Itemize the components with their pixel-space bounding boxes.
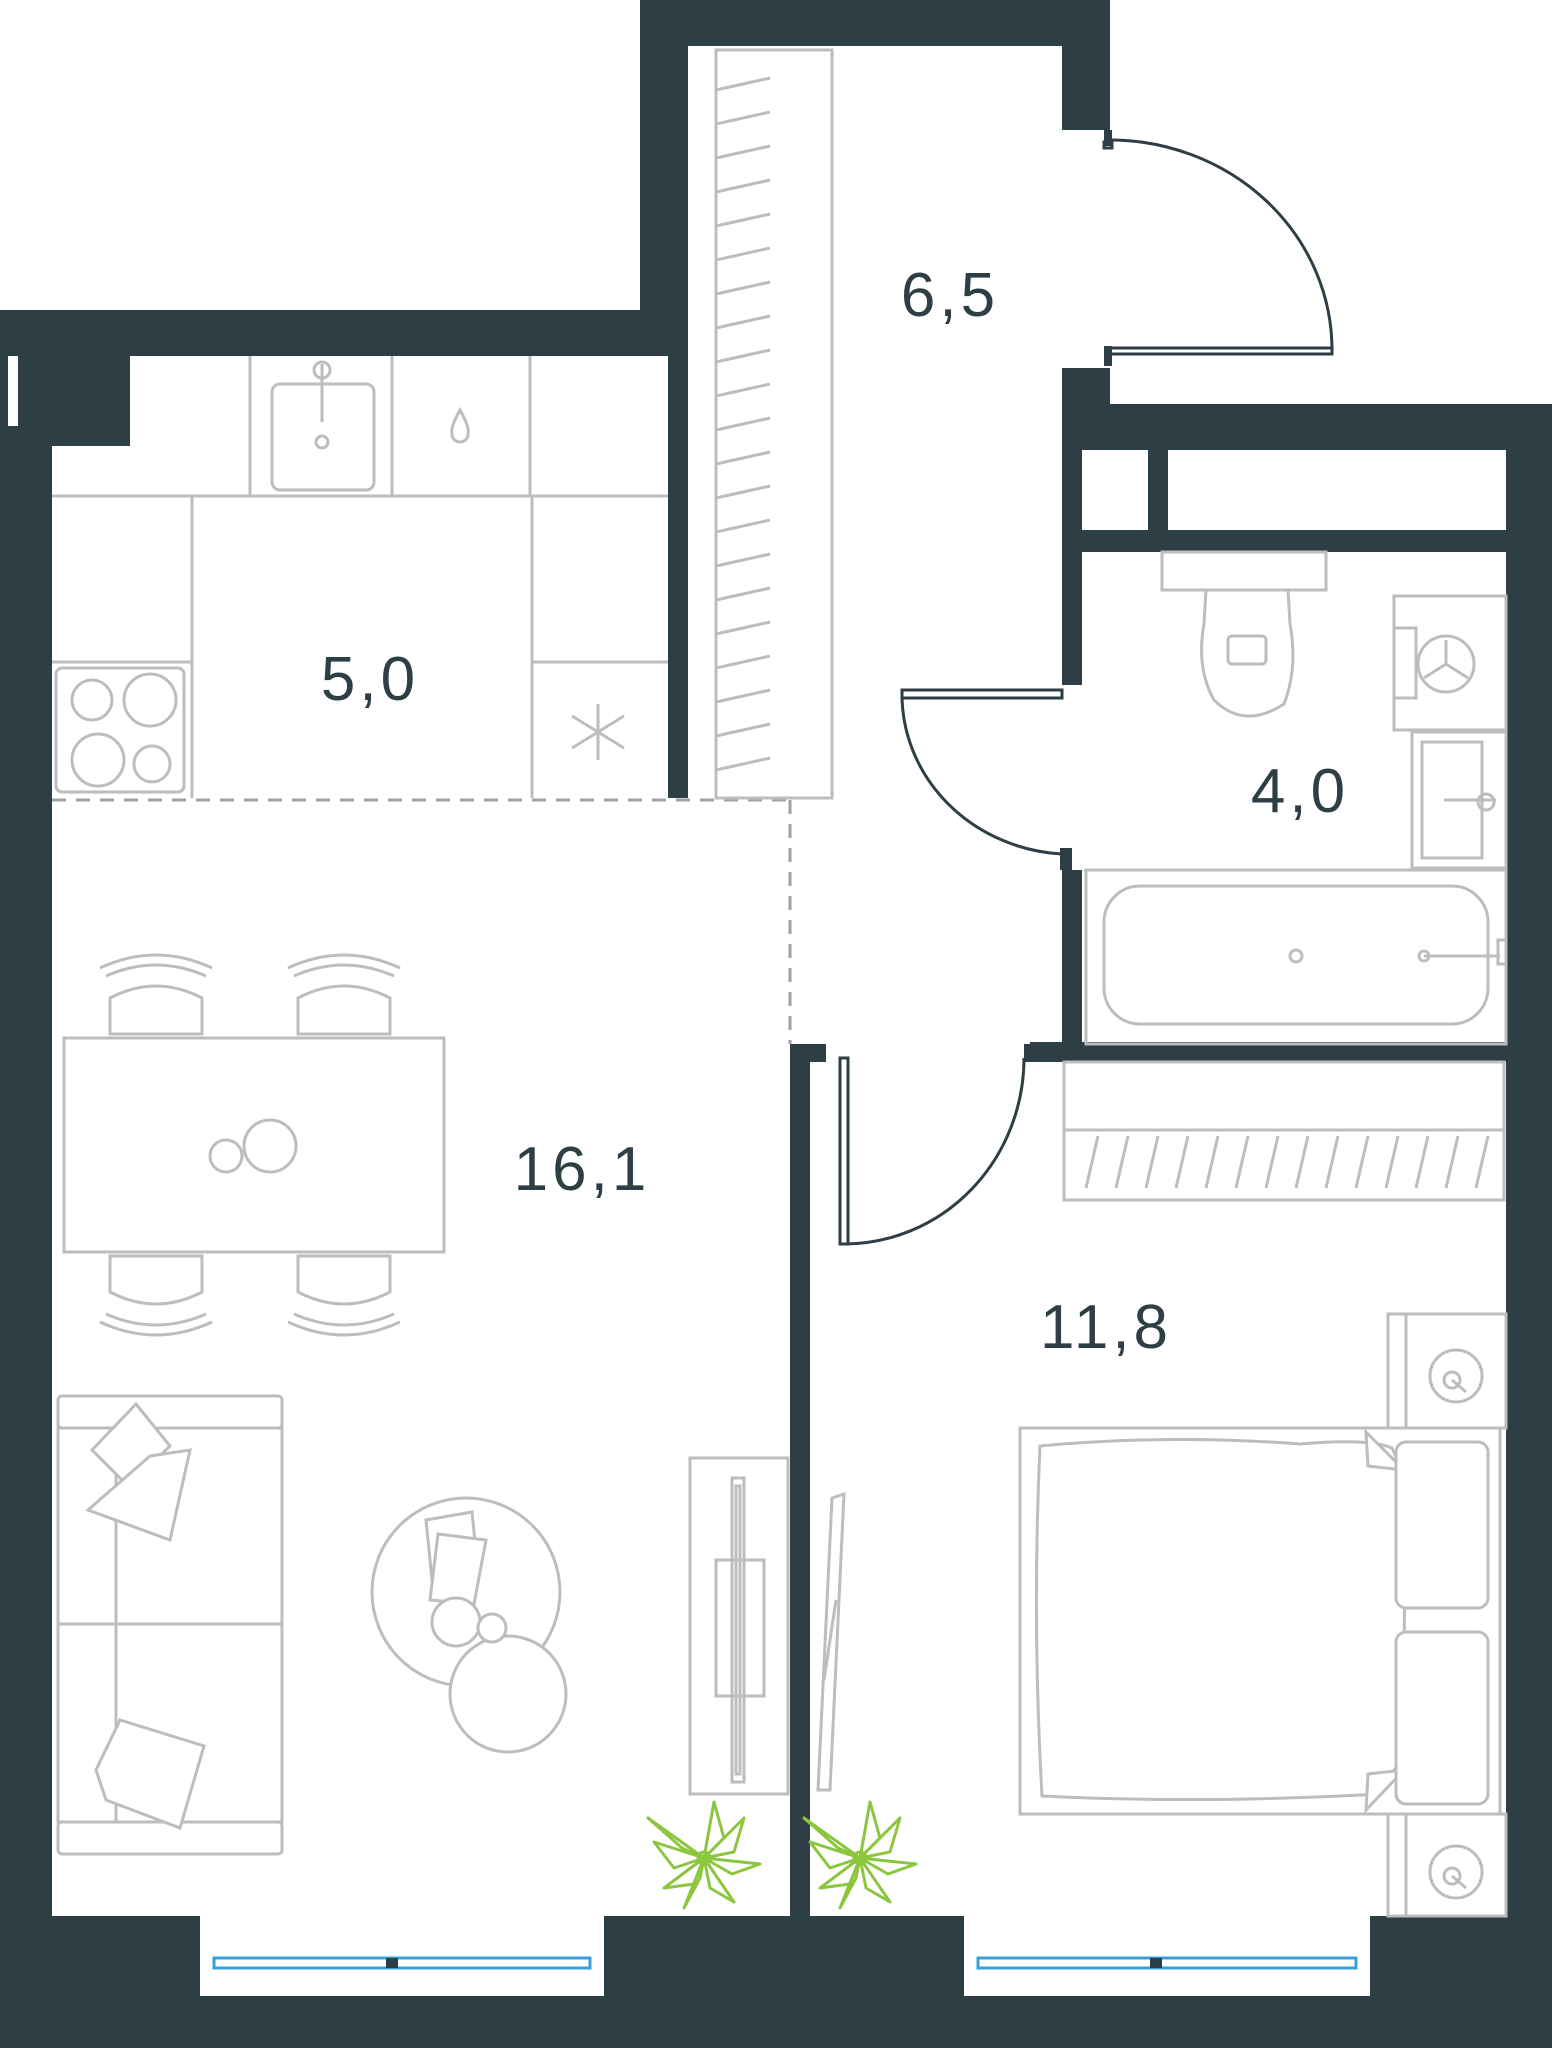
area-label-bedroom: 11,8: [1040, 1293, 1172, 1362]
coffee-table: [370, 1496, 568, 1754]
area-label-kitchen: 5,0: [321, 645, 419, 714]
bathroom-door: [900, 688, 1072, 870]
area-label-living: 16,1: [514, 1135, 651, 1204]
entrance-door: [1102, 130, 1334, 366]
bathroom-fixtures: [1084, 550, 1508, 1046]
toilet-tank: [1160, 550, 1328, 592]
area-label-bathroom: 4,0: [1251, 757, 1349, 826]
sofa: [56, 1394, 284, 1856]
area-labels: 6,5 5,0 4,0 16,1 11,8: [321, 261, 1349, 1362]
mirror: [816, 1491, 846, 1792]
plant-icon: [646, 1800, 762, 1910]
wardrobe-hall: [714, 48, 834, 800]
nightstands: [1386, 1312, 1508, 1918]
zone-boundaries: [52, 798, 792, 1044]
bed: [1018, 1426, 1502, 1816]
doors: [838, 130, 1334, 1246]
bedroom-door: [838, 1044, 1038, 1246]
plant-icon: [802, 1800, 918, 1910]
wardrobe-bedroom: [1062, 1060, 1506, 1202]
kitchen-furniture: [52, 356, 668, 798]
basin-icon: [1410, 730, 1508, 870]
dining-set: [62, 953, 446, 1337]
area-label-hall: 6,5: [901, 261, 999, 330]
tv-stand: [688, 1456, 790, 1796]
washing-machine-icon: [1392, 594, 1508, 732]
water-drop-icon: [450, 406, 470, 444]
snowflake-icon: [571, 704, 625, 760]
windows: [200, 1936, 1370, 1996]
toilet-icon: [1200, 589, 1295, 718]
stove-icon: [54, 666, 186, 794]
